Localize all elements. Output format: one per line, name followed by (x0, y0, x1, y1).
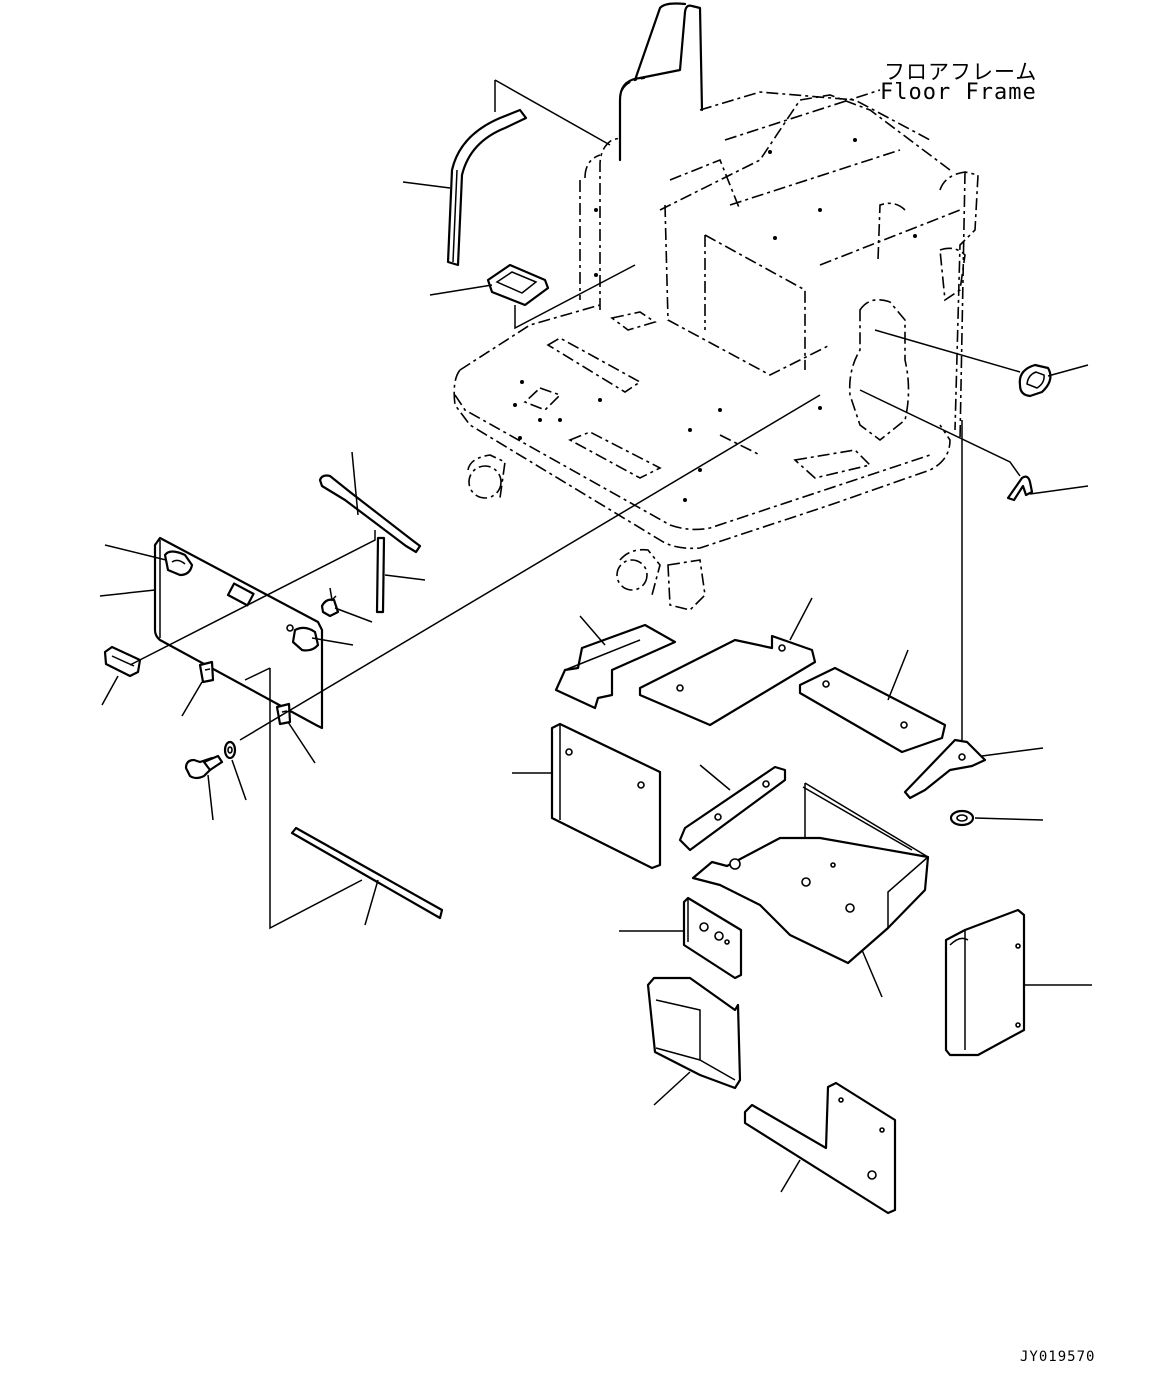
seal-rod (375, 536, 386, 614)
washer (223, 740, 237, 760)
bracket-small (903, 738, 987, 800)
frame-bolt-holes (513, 138, 917, 502)
plate-L (743, 1081, 897, 1215)
seal-strip-lower (290, 826, 444, 920)
grommet-oval-right (1018, 363, 1052, 398)
plate-b (638, 634, 817, 727)
bracket-plate (682, 896, 743, 980)
leader-lines (99, 181, 1092, 1193)
channel-bracket (944, 908, 1026, 1057)
bolt (184, 754, 224, 780)
cover-panel (153, 536, 324, 730)
floor-frame (453, 2, 979, 611)
rubber-seal-upper (446, 108, 528, 267)
plate-c (798, 666, 947, 754)
title-japanese: フロアフレーム (884, 60, 1038, 84)
panel-square (550, 722, 662, 870)
catch-spring (320, 587, 340, 618)
box-bracket (646, 976, 742, 1090)
strip-diagonal (678, 765, 787, 852)
floor-tray (691, 782, 930, 965)
drawing-code: JY019570 (1020, 1349, 1096, 1365)
plate-a (554, 623, 677, 710)
weatherstrip (318, 474, 422, 554)
title-english: Floor Frame (880, 80, 1037, 105)
grommet-round (949, 809, 975, 827)
grommet-rect (486, 263, 550, 307)
hook-clip (1006, 475, 1034, 502)
latch-handle (103, 645, 142, 678)
